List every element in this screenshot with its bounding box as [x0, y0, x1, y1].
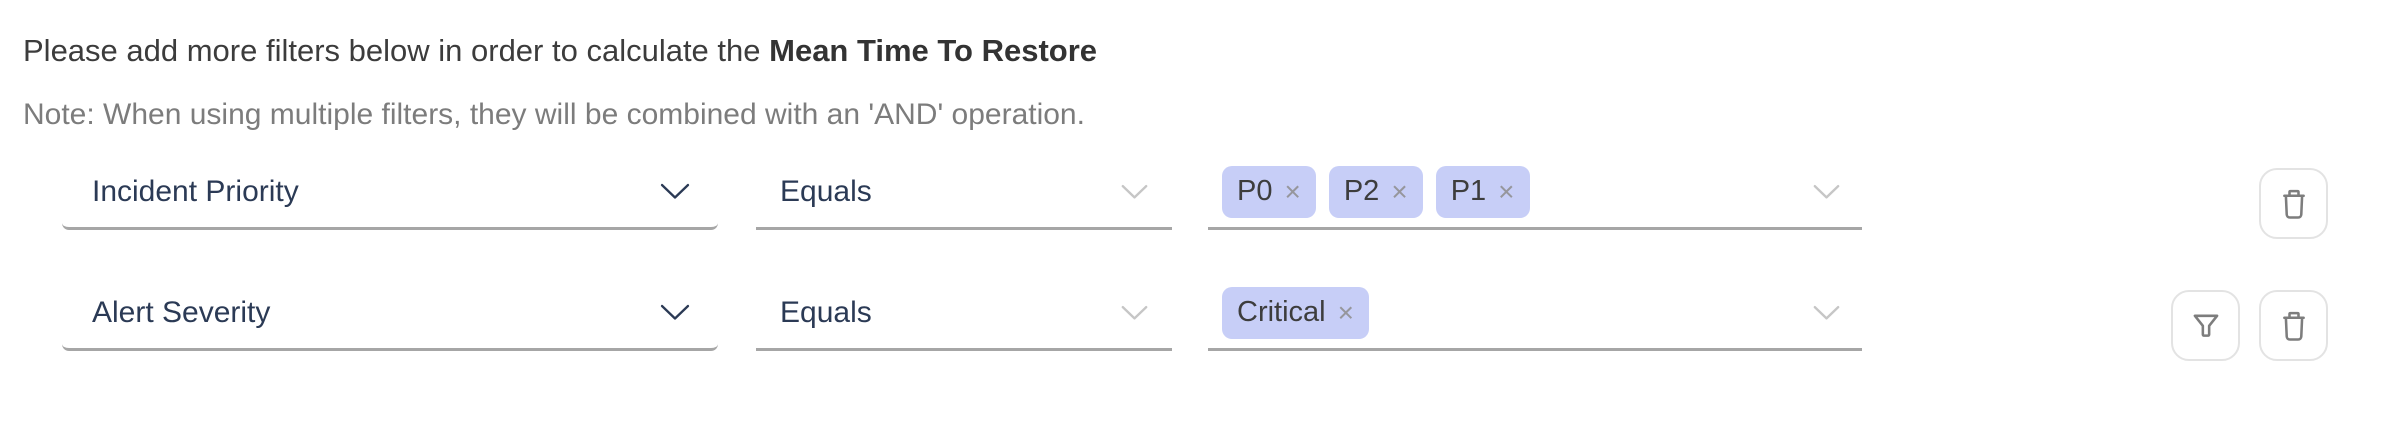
remove-tag-icon[interactable]: × [1284, 175, 1301, 207]
value-tag-label: P1 [1450, 175, 1487, 207]
delete-filter-button[interactable] [2259, 290, 2328, 361]
value-tag: P2 × [1328, 165, 1423, 218]
attribute-select-value: Alert Severity [92, 295, 271, 329]
value-tag: Critical × [1222, 286, 1369, 339]
remove-tag-icon[interactable]: × [1337, 296, 1354, 328]
chevron-down-icon [1813, 184, 1840, 199]
instructions-text: Please add more filters below in order t… [23, 32, 1097, 70]
instructions-prefix: Please add more filters below in order t… [23, 33, 770, 68]
attribute-select-row1[interactable]: Incident Priority [62, 156, 718, 230]
values-multiselect-row2[interactable]: Critical × [1208, 277, 1862, 351]
chevron-down-icon [660, 183, 690, 199]
value-tag: P0 × [1222, 165, 1316, 218]
delete-filter-button[interactable] [2259, 168, 2328, 239]
funnel-icon [2193, 314, 2218, 337]
trash-icon [2282, 189, 2305, 219]
attribute-select-row2[interactable]: Alert Severity [62, 277, 718, 351]
value-tag-label: P2 [1343, 175, 1380, 207]
values-multiselect-row1[interactable]: P0 × P2 × P1 × [1208, 156, 1862, 230]
filter-button[interactable] [2171, 290, 2240, 361]
chevron-down-icon [1121, 184, 1148, 199]
note-text: Note: When using multiple filters, they … [23, 98, 1085, 131]
chevron-down-icon [1121, 305, 1148, 320]
value-tag-label: Critical [1237, 296, 1326, 328]
chevron-down-icon [660, 304, 690, 320]
operator-select-row2[interactable]: Equals [756, 277, 1172, 351]
operator-select-value: Equals [780, 295, 872, 329]
chevron-down-icon [1813, 305, 1840, 320]
operator-select-value: Equals [780, 174, 872, 208]
remove-tag-icon[interactable]: × [1498, 175, 1515, 207]
operator-select-row1[interactable]: Equals [756, 156, 1172, 230]
remove-tag-icon[interactable]: × [1391, 175, 1408, 207]
value-tag-label: P0 [1237, 175, 1273, 207]
attribute-select-value: Incident Priority [92, 174, 299, 208]
selected-values: P0 × P2 × P1 × [1222, 165, 1530, 218]
selected-values: Critical × [1222, 286, 1369, 339]
trash-icon [2282, 311, 2305, 341]
metric-name: Mean Time To Restore [769, 33, 1098, 68]
value-tag: P1 × [1435, 165, 1530, 218]
